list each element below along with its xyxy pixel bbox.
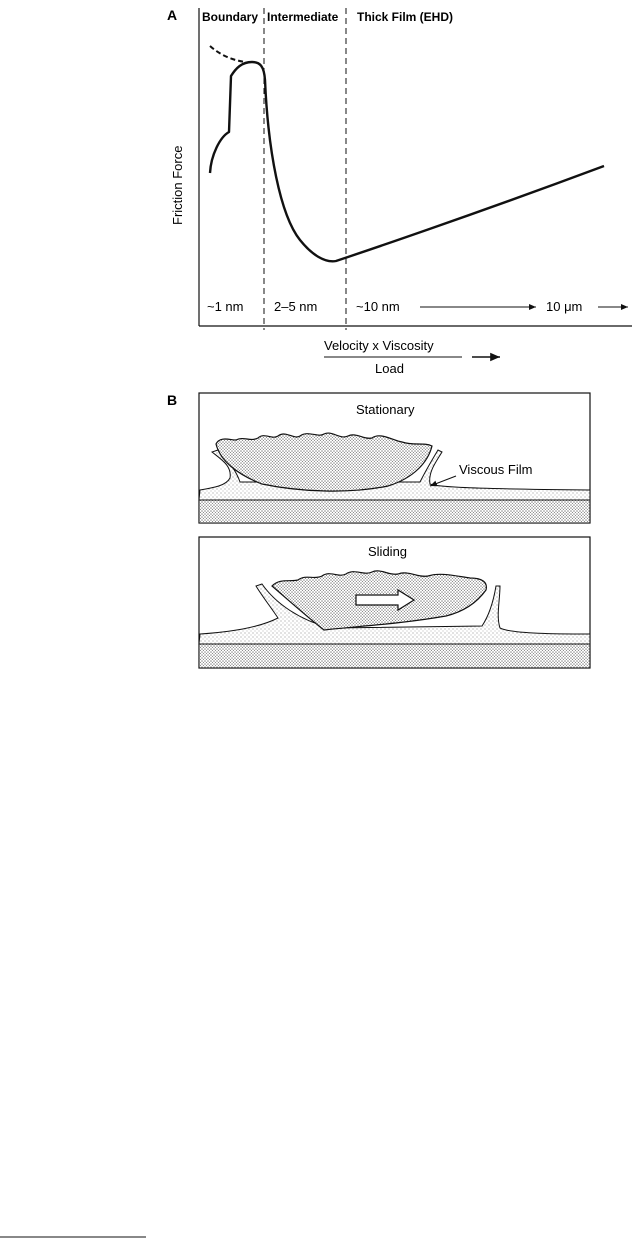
- thickness-intermediate: 2–5 nm: [274, 299, 317, 314]
- panel-b-letter: B: [167, 392, 177, 408]
- thickness-thick-start: ~10 nm: [356, 299, 400, 314]
- friction-curve-dashed: [210, 46, 245, 62]
- sliding-diagram: Sliding: [199, 537, 590, 668]
- stationary-title: Stationary: [356, 402, 415, 417]
- x-axis-numerator: Velocity x Viscosity: [324, 338, 434, 353]
- thickness-thick-end: 10 μm: [546, 299, 582, 314]
- panel-a-letter: A: [167, 7, 177, 23]
- viscous-film-label: Viscous Film: [459, 462, 532, 477]
- y-axis-label: Friction Force: [170, 146, 185, 225]
- regime-intermediate-label: Intermediate: [267, 10, 339, 24]
- stationary-diagram: Stationary Viscous Film: [199, 393, 590, 523]
- sliding-title: Sliding: [368, 544, 407, 559]
- stationary-substrate: [199, 500, 590, 523]
- panel-a-plot: Boundary Intermediate Thick Film (EHD) F…: [170, 8, 632, 376]
- regime-thick-film-label: Thick Film (EHD): [357, 10, 453, 24]
- regime-boundary-label: Boundary: [202, 10, 258, 24]
- x-axis-denominator: Load: [375, 361, 404, 376]
- friction-curve: [210, 62, 604, 261]
- sliding-substrate: [199, 644, 590, 668]
- thickness-boundary: ~1 nm: [207, 299, 244, 314]
